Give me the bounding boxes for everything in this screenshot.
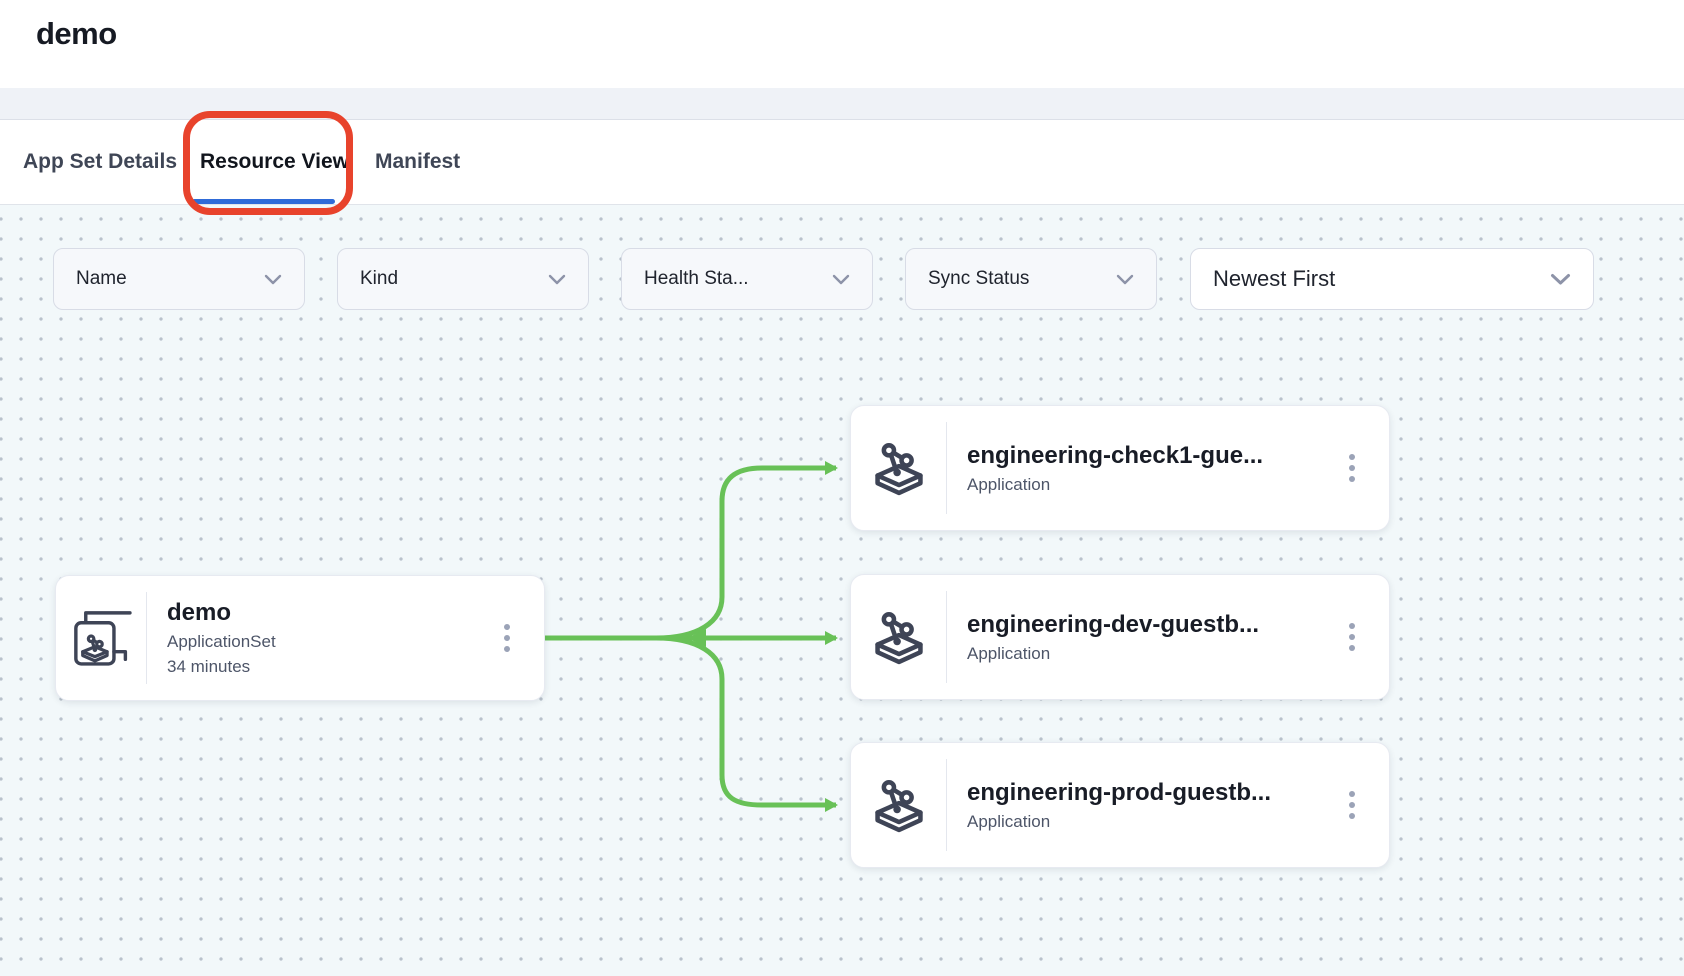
kebab-dot: [1349, 465, 1355, 471]
header-band: [0, 88, 1684, 119]
application-icon: [851, 776, 946, 834]
node-applicationset-demo[interactable]: demo ApplicationSet 34 minutes: [55, 575, 545, 701]
kebab-menu-icon[interactable]: [1341, 617, 1363, 657]
filter-kind-dropdown[interactable]: Kind: [337, 248, 589, 310]
kebab-menu-icon[interactable]: [496, 618, 518, 658]
chevron-down-icon: [264, 274, 282, 285]
sort-order-label: Newest First: [1213, 266, 1336, 291]
applicationset-icon: [56, 607, 146, 669]
node-application-check1[interactable]: engineering-check1-gue... Application: [850, 405, 1390, 531]
node-kind: Application: [967, 474, 1051, 494]
node-divider: [146, 592, 147, 684]
kebab-dot: [1349, 634, 1355, 640]
kebab-dot: [1349, 476, 1355, 482]
filter-health-status-dropdown[interactable]: Health Sta...: [621, 248, 873, 310]
application-icon: [851, 439, 946, 497]
node-kind: Application: [967, 811, 1051, 831]
node-title: engineering-prod-guestb...: [967, 778, 1271, 806]
filter-kind-label: Kind: [360, 268, 399, 289]
tab-manifest[interactable]: Manifest: [375, 150, 461, 173]
resource-graph-canvas[interactable]: Name Kind Health Sta... Sync Status Newe…: [0, 205, 1684, 976]
kebab-dot: [1349, 454, 1355, 460]
chevron-down-icon: [1116, 274, 1134, 285]
node-kind: ApplicationSet: [167, 632, 276, 651]
node-kind: Application: [967, 643, 1051, 663]
kebab-menu-icon[interactable]: [1341, 785, 1363, 825]
filter-health-status-label: Health Sta...: [644, 268, 749, 289]
chevron-down-icon: [1550, 273, 1571, 286]
kebab-dot: [1349, 623, 1355, 629]
active-tab-underline: [192, 199, 335, 204]
kebab-dot: [504, 646, 510, 652]
filter-name-dropdown[interactable]: Name: [53, 248, 305, 310]
node-application-dev[interactable]: engineering-dev-guestb... Application: [850, 574, 1390, 700]
node-divider: [946, 422, 947, 514]
application-icon: [851, 608, 946, 666]
kebab-dot: [1349, 791, 1355, 797]
kebab-dot: [504, 635, 510, 641]
chevron-down-icon: [548, 274, 566, 285]
node-age: 34 minutes: [167, 657, 251, 676]
kebab-dot: [1349, 802, 1355, 808]
node-divider: [946, 591, 947, 683]
node-title: engineering-check1-gue...: [967, 441, 1264, 469]
tab-resource-view[interactable]: Resource View: [200, 150, 350, 173]
kebab-dot: [1349, 813, 1355, 819]
node-application-prod[interactable]: engineering-prod-guestb... Application: [850, 742, 1390, 868]
filter-name-label: Name: [76, 268, 127, 289]
filter-sync-status-dropdown[interactable]: Sync Status: [905, 248, 1157, 310]
page-header: demo: [0, 0, 1684, 88]
kebab-menu-icon[interactable]: [1341, 448, 1363, 488]
node-title: demo: [167, 599, 232, 626]
filter-sync-status-label: Sync Status: [928, 268, 1030, 289]
sort-order-dropdown[interactable]: Newest First: [1190, 248, 1594, 310]
tab-bar: App Set Details Resource View Manifest: [0, 119, 1684, 205]
node-title: engineering-dev-guestb...: [967, 610, 1260, 638]
kebab-dot: [1349, 645, 1355, 651]
page-title: demo: [36, 16, 117, 51]
kebab-dot: [504, 624, 510, 630]
node-divider: [946, 759, 947, 851]
tab-app-set-details[interactable]: App Set Details: [23, 150, 178, 173]
chevron-down-icon: [832, 274, 850, 285]
